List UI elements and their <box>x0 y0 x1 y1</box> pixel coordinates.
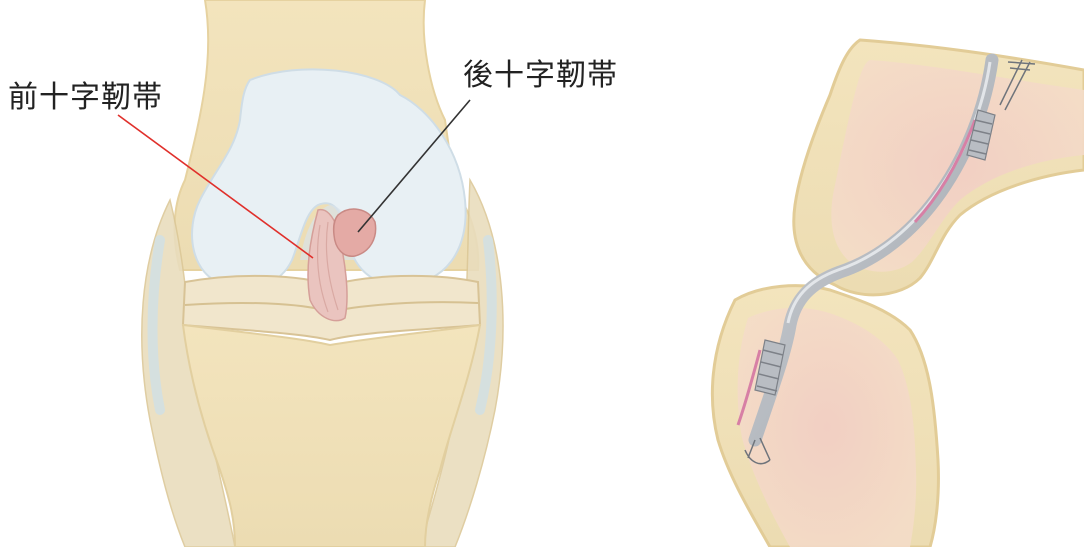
pcl-label: 後十字靭帯 <box>463 50 618 94</box>
frontal-knee-drawing <box>118 0 503 547</box>
sagittal-knee-drawing <box>712 40 1084 547</box>
acl-label: 前十字靭帯 <box>8 72 163 116</box>
